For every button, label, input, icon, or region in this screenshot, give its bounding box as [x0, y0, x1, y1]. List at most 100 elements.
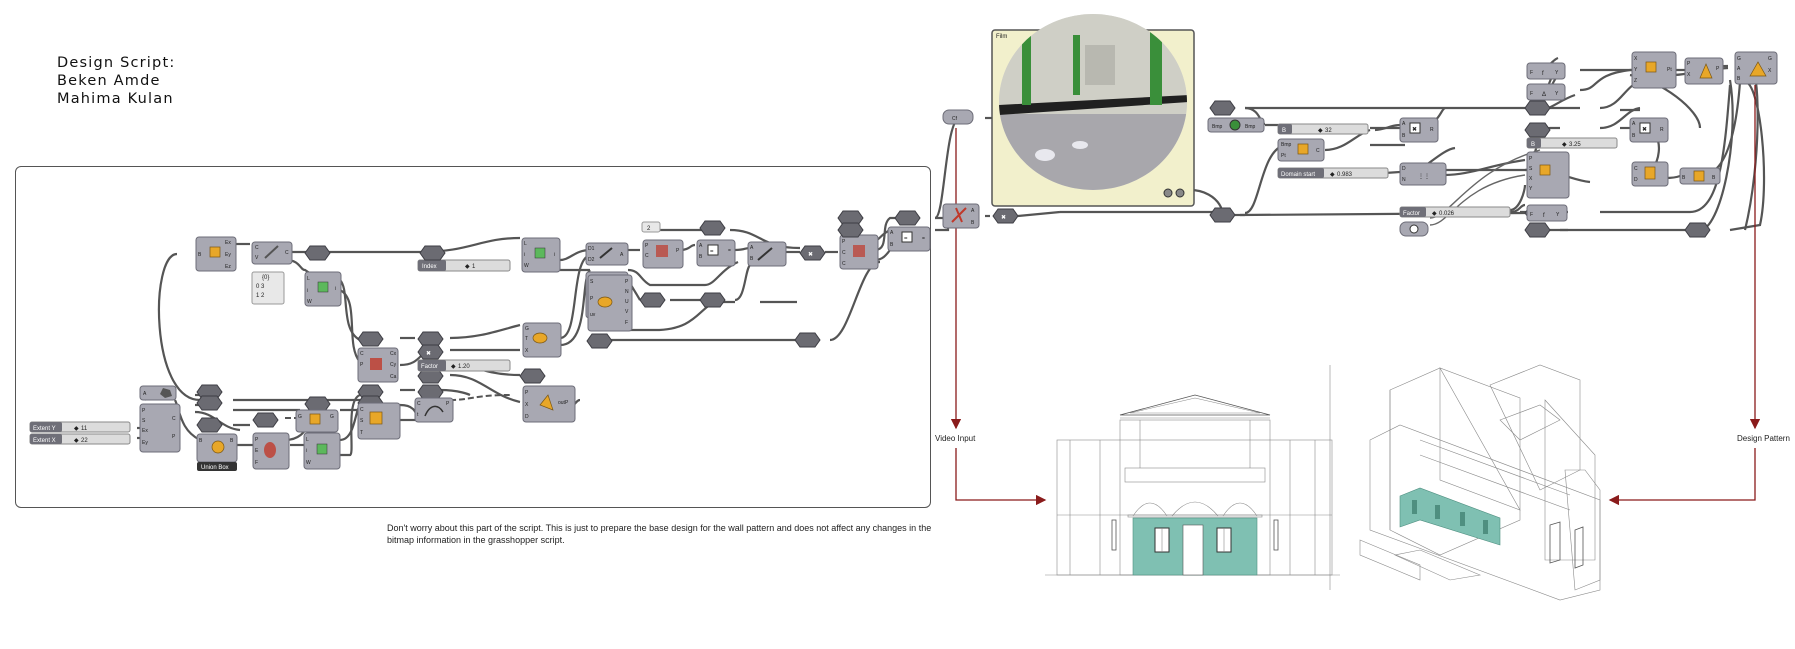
svg-text:0.026: 0.026 — [1439, 211, 1455, 217]
image-sampler-component[interactable]: BmpPtC — [1278, 139, 1324, 161]
domain-start-slider[interactable]: Domain start ◆0.983 — [1278, 168, 1388, 178]
solid-component[interactable]: GTX — [523, 323, 561, 357]
relay-hex-8[interactable] — [700, 293, 725, 307]
scale-component[interactable]: CP CxCyCa — [358, 348, 398, 382]
multiply-component-2[interactable]: ✖ ABR — [1630, 118, 1668, 142]
svg-text:F: F — [1530, 70, 1533, 76]
relay-hex-10[interactable] — [795, 333, 820, 347]
relay-hex-6[interactable] — [895, 211, 920, 225]
curve-component[interactable]: CtP — [415, 398, 453, 422]
camera-source-component[interactable]: Cf — [943, 110, 973, 124]
move-component-r[interactable]: PXP — [1685, 58, 1723, 84]
panel-component-r[interactable]: PSXY — [1527, 152, 1569, 198]
data-panel[interactable]: {0} 0 3 1 2 — [252, 272, 284, 304]
factor-slider-1[interactable]: Factor ◆1.20 — [418, 360, 510, 371]
multiply-node-2[interactable]: ✖ — [993, 209, 1018, 223]
factor-slider-2[interactable]: Factor ◆0.026 — [1400, 207, 1510, 217]
expression-component-2[interactable]: FΔY — [1527, 84, 1565, 100]
list-item-component-3[interactable]: LiW — [304, 433, 340, 469]
svg-text:B: B — [1531, 142, 1535, 148]
relay-hex-21[interactable] — [197, 418, 222, 432]
boolean-component[interactable]: CST — [358, 403, 400, 439]
relay-hex-c1[interactable] — [1210, 208, 1235, 222]
relay-hex-22[interactable] — [253, 413, 278, 427]
deconstruct-component[interactable]: CV C — [252, 242, 292, 264]
svg-text:outP: outP — [558, 400, 569, 406]
relay-hex-13[interactable]: ✖ — [418, 345, 443, 359]
multiply-node-1[interactable]: ✖ — [800, 246, 825, 260]
equality-component[interactable]: = AB= — [697, 240, 735, 266]
sn-component[interactable]: SPuv PNUVF — [588, 275, 632, 331]
value-panel[interactable]: 2 — [642, 222, 660, 232]
range-component[interactable]: ⋮⋮ DN — [1400, 163, 1446, 185]
video-viewer[interactable]: Film — [992, 14, 1194, 206]
svg-text:N: N — [1402, 177, 1406, 183]
relay-hex-c2[interactable] — [1210, 101, 1235, 115]
list-item-component-2[interactable]: LiW i — [522, 238, 560, 272]
plane-component[interactable]: A — [140, 386, 176, 400]
brep-join-component[interactable]: BB — [1680, 168, 1720, 184]
svg-text:◆: ◆ — [1562, 142, 1567, 148]
split-component[interactable]: AB — [943, 204, 979, 228]
b-slider-32[interactable]: B ◆32 — [1278, 124, 1368, 134]
svg-text:D2: D2 — [588, 257, 595, 263]
relay-hex-20[interactable] — [197, 396, 222, 410]
facade-elevation-drawing — [1045, 365, 1340, 590]
relay-hex-15[interactable] — [520, 369, 545, 383]
box-component[interactable]: BEx EyEz — [196, 237, 236, 271]
point-component[interactable]: XYZPt — [1632, 52, 1676, 88]
svg-text:Domain start: Domain start — [1281, 172, 1315, 178]
relay-hex-18[interactable] — [418, 385, 443, 399]
relay-hex-r5[interactable] — [1685, 223, 1710, 237]
svg-text:F: F — [255, 460, 258, 466]
line-component[interactable]: AB — [748, 242, 786, 266]
move-component[interactable]: PXD outP — [523, 386, 575, 422]
relay-hex-1[interactable] — [305, 246, 330, 260]
svg-text:✖: ✖ — [1001, 214, 1006, 221]
svg-text:Extent X: Extent X — [33, 438, 56, 444]
relay-hex-3[interactable] — [700, 221, 725, 235]
svg-text:C: C — [255, 245, 259, 251]
list-item-component[interactable]: LiW i — [305, 272, 341, 306]
distance-component[interactable]: D1D2A — [586, 243, 628, 265]
fillet-component[interactable]: GG — [296, 410, 338, 432]
extent-y-slider[interactable]: Extent Y ◆11 — [30, 422, 130, 432]
svg-text:C: C — [1634, 166, 1638, 172]
svg-text:Ex: Ex — [142, 428, 148, 434]
svg-text:T: T — [525, 336, 528, 342]
pipeline-component-2[interactable]: PCC — [840, 235, 878, 269]
relay-hex-23[interactable] — [305, 397, 330, 411]
svg-text:Pt: Pt — [1281, 153, 1286, 159]
svg-text:G: G — [1768, 56, 1772, 62]
multiply-component-1[interactable]: ✖ ABR — [1400, 118, 1438, 142]
relay-hex-12[interactable] — [418, 332, 443, 346]
svg-text:i: i — [306, 448, 307, 454]
relay-hex-11[interactable] — [358, 332, 383, 346]
b-slider-325[interactable]: B ◆3.25 — [1527, 138, 1617, 148]
equals-component[interactable]: = AB= — [888, 227, 930, 251]
rectangle-component[interactable]: PS ExEy CP — [140, 404, 180, 452]
extrude-component[interactable]: GAB GX — [1735, 52, 1777, 84]
expression-component-1[interactable]: FfY — [1527, 63, 1565, 79]
pipeline-component[interactable]: PCP — [643, 240, 683, 268]
relay-hex-r2[interactable] — [1525, 123, 1550, 137]
relay-hex-r4[interactable] — [1525, 223, 1550, 237]
ellipse-component[interactable]: PEF — [253, 433, 289, 469]
expression-component-3[interactable]: FfY — [1527, 205, 1567, 221]
extent-x-slider[interactable]: Extent X ◆22 — [30, 434, 130, 444]
svg-text:1.20: 1.20 — [458, 364, 470, 370]
rectangle-component-r[interactable]: CD — [1632, 162, 1668, 186]
relay-hex-5[interactable] — [838, 223, 863, 237]
svg-text:⋮⋮: ⋮⋮ — [1418, 174, 1430, 180]
relay-hex-2[interactable] — [420, 246, 445, 260]
isometric-model-drawing — [1360, 365, 1600, 600]
union-box-component[interactable]: BB — [197, 434, 237, 462]
bitmap-component[interactable]: BmpBmp — [1208, 118, 1264, 132]
boolean-toggle-component[interactable] — [1400, 222, 1428, 236]
relay-hex-7[interactable] — [640, 293, 665, 307]
index-slider[interactable]: Index ◆1 — [418, 260, 510, 271]
svg-text:F: F — [625, 320, 628, 326]
relay-hex-9[interactable] — [587, 334, 612, 348]
relay-hex-r1[interactable] — [1525, 101, 1550, 115]
svg-text:i: i — [554, 252, 555, 258]
